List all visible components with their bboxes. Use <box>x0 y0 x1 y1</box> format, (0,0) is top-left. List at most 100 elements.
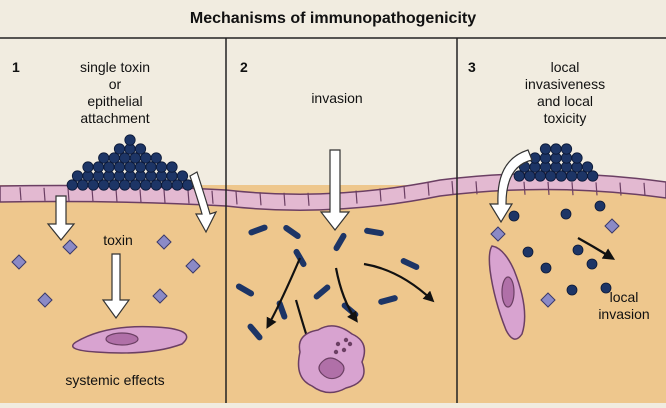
panel-2-number: 2 <box>240 59 248 75</box>
epithelial-cell-border <box>187 190 190 204</box>
toxin-molecule <box>11 254 27 270</box>
epithelial-cell-borders <box>19 181 646 206</box>
epithelial-cell-border <box>619 182 622 196</box>
epithelial-cell-border <box>403 185 406 199</box>
invading-bacterium <box>540 262 552 274</box>
phagocyte-granule <box>341 347 347 353</box>
toxin-label: toxin <box>103 232 133 248</box>
phagocyte-granule <box>333 349 339 355</box>
epithelial-cell-border <box>379 188 382 202</box>
phagocyte-nucleus <box>318 357 345 380</box>
local-invasion-label-line-2: invasion <box>598 306 649 322</box>
toxin-molecule <box>152 288 168 304</box>
epithelial-cell-border <box>259 192 262 206</box>
invading-bacterium <box>560 208 572 220</box>
bacterium <box>150 152 162 164</box>
epithelial-cell-border <box>139 189 142 203</box>
bacterium <box>82 161 94 173</box>
epithelial-cell-border <box>211 190 214 204</box>
bacterium <box>71 170 84 182</box>
epithelial-cell-border <box>43 187 46 201</box>
bacterial-colony-panel-3 <box>513 143 599 182</box>
invading-bacterium <box>594 200 606 212</box>
phagocyte-granule <box>347 341 353 347</box>
panel-2-heading-line-1: invasion <box>311 90 362 106</box>
invading-bacterium <box>600 282 612 294</box>
local-entry-arrow <box>488 149 533 224</box>
target-host-cell-nucleus <box>105 332 139 346</box>
epithelial-cell-border <box>283 192 286 206</box>
local-invasion-arrow <box>577 236 616 260</box>
epithelial-cell-border <box>67 188 70 202</box>
rod-bacterium <box>378 295 398 305</box>
rod-bacterium <box>364 227 384 237</box>
phagocyte-granule <box>343 337 349 343</box>
panel-3-heading-line-4: toxicity <box>544 110 587 126</box>
epithelial-cell-border <box>571 182 574 196</box>
toxin-molecules-panel-3 <box>490 218 620 308</box>
bacterium <box>581 161 594 173</box>
toxin-spread-arrow <box>101 253 131 320</box>
epithelial-cell-border <box>115 189 118 203</box>
epithelial-cell-border <box>427 182 430 196</box>
rod-bacterium <box>283 224 301 240</box>
toxin-release-arrow-right <box>189 171 218 234</box>
rod-bacterium <box>313 284 331 300</box>
epithelial-cell-border <box>91 188 94 202</box>
toxin-release-arrow-left <box>46 195 76 241</box>
bacterium <box>98 152 110 164</box>
rod-bacterium <box>333 232 347 252</box>
panel-1-heading-line-3: epithelial <box>87 93 142 109</box>
toxin-molecules-panel-1 <box>11 234 201 308</box>
invading-bacterium <box>572 244 584 256</box>
epithelial-cell-border <box>451 181 454 195</box>
invasion-spread-arrows <box>266 257 435 350</box>
bacterium <box>134 143 147 155</box>
epithelial-cell-border <box>307 192 310 206</box>
invading-bacterium <box>566 284 578 296</box>
bacterium <box>166 161 178 173</box>
panel-3-heading-line-1: local <box>551 59 580 75</box>
toxin-molecule <box>156 234 172 250</box>
bacterial-colony-panel-1 <box>66 134 194 191</box>
rod-bacterium <box>247 323 263 341</box>
bacterium <box>539 143 552 155</box>
bacterium <box>571 152 583 164</box>
toxin-molecule <box>540 292 556 308</box>
epithelial-cell-border <box>547 181 550 196</box>
invading-bacteria-cocci <box>508 200 612 296</box>
phagocyte-granules <box>333 337 353 355</box>
epithelial-cell-border <box>235 191 238 205</box>
panel-3-heading-line-3: and local <box>537 93 593 109</box>
bacterium <box>176 170 189 182</box>
bacterium <box>124 134 136 146</box>
epithelial-cell-border <box>19 187 22 201</box>
invading-bacterium <box>522 246 534 258</box>
epithelial-cell-border <box>355 190 358 204</box>
panel-1-heading-line-2: or <box>109 76 122 92</box>
toxin-molecule <box>604 218 620 234</box>
spread-arrow-down <box>334 267 358 323</box>
panel-1-content: toxin systemic effects <box>11 171 218 388</box>
panel-2-content <box>235 149 435 394</box>
panel-1-heading-line-1: single toxin <box>80 59 150 75</box>
epithelial-cell-border <box>163 189 166 203</box>
phagocyte-granule <box>335 341 341 347</box>
toxin-molecule <box>62 239 78 255</box>
panel-1-heading-line-4: attachment <box>80 110 149 126</box>
damaged-host-cell-nucleus <box>501 276 515 308</box>
rod-bacterium <box>248 224 268 236</box>
spread-arrow-down-left <box>266 257 302 329</box>
panel-3-content: local invasion <box>488 149 650 340</box>
epithelial-cell-border <box>475 181 478 195</box>
epithelial-cell-border <box>523 181 526 195</box>
bacterium <box>560 143 573 155</box>
epithelial-cell-border <box>643 182 646 196</box>
bacterium <box>113 143 126 155</box>
invading-bacterium <box>508 210 520 222</box>
spread-arrow-right <box>363 262 435 303</box>
invading-bacterium <box>586 258 598 270</box>
rod-bacterium <box>400 258 420 270</box>
